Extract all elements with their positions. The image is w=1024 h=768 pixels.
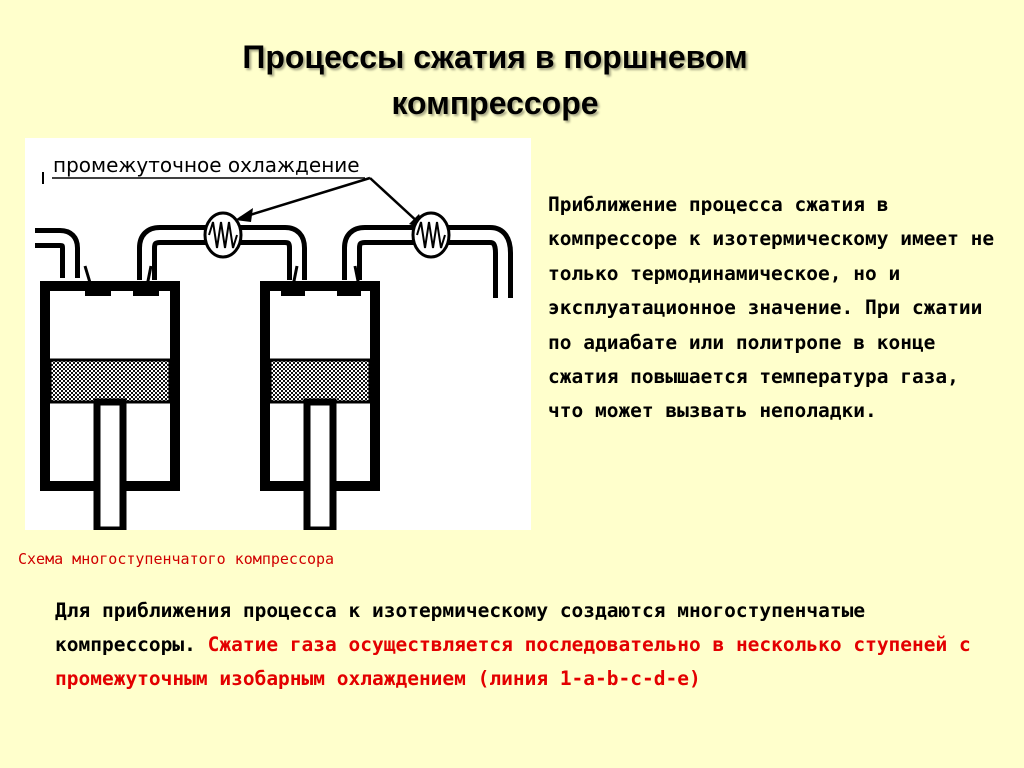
- figure-caption: Схема многоступенчатого компрессора: [18, 550, 335, 568]
- bottom-paragraph-red: Сжатие газа осуществляется последователь…: [55, 633, 971, 690]
- bottom-paragraph: Для приближения процесса к изотермическо…: [55, 594, 1015, 696]
- side-paragraph: Приближение процесса сжатия в компрессор…: [548, 193, 995, 423]
- pipe-network: [35, 225, 513, 298]
- cylinder-left: [40, 281, 180, 530]
- compressor-diagram: промежуточное охлаждение: [25, 138, 531, 530]
- cooler-right: [411, 211, 451, 259]
- arrow-head-left: [235, 208, 253, 222]
- intercooling-label: промежуточное охлаждение: [53, 153, 360, 177]
- arrow-line-left: [239, 176, 371, 220]
- cylinder-right: [260, 281, 380, 530]
- bottom-paragraph-black: Для приближения процесса к изотермическо…: [55, 599, 866, 656]
- arrow-line-right: [369, 177, 421, 225]
- cooler-left: [203, 211, 243, 259]
- slide-title: Процессы сжатия в поршневом компрессоре: [242, 39, 748, 121]
